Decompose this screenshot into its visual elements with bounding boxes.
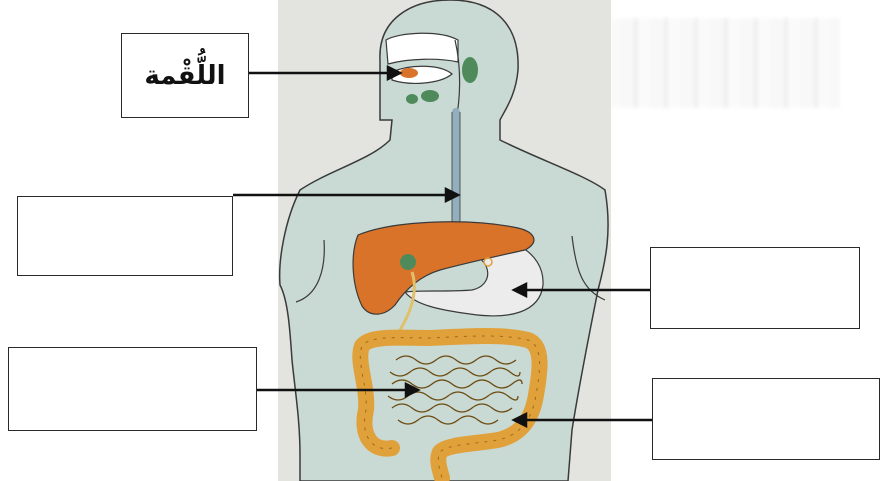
label-box-bolus: اللُّقْمة (121, 33, 249, 118)
label-box-large-intestine[interactable] (652, 378, 880, 460)
label-bolus: اللُّقْمة (144, 61, 225, 91)
label-box-stomach[interactable] (650, 247, 860, 329)
salivary-gland-parotid (462, 57, 478, 83)
mouth-cavity (386, 33, 458, 64)
label-box-esophagus[interactable] (17, 196, 233, 276)
salivary-gland-submandibular (406, 94, 418, 104)
salivary-gland-sublingual (421, 90, 439, 102)
gallbladder (400, 254, 416, 270)
label-box-small-intestine[interactable] (8, 347, 257, 431)
